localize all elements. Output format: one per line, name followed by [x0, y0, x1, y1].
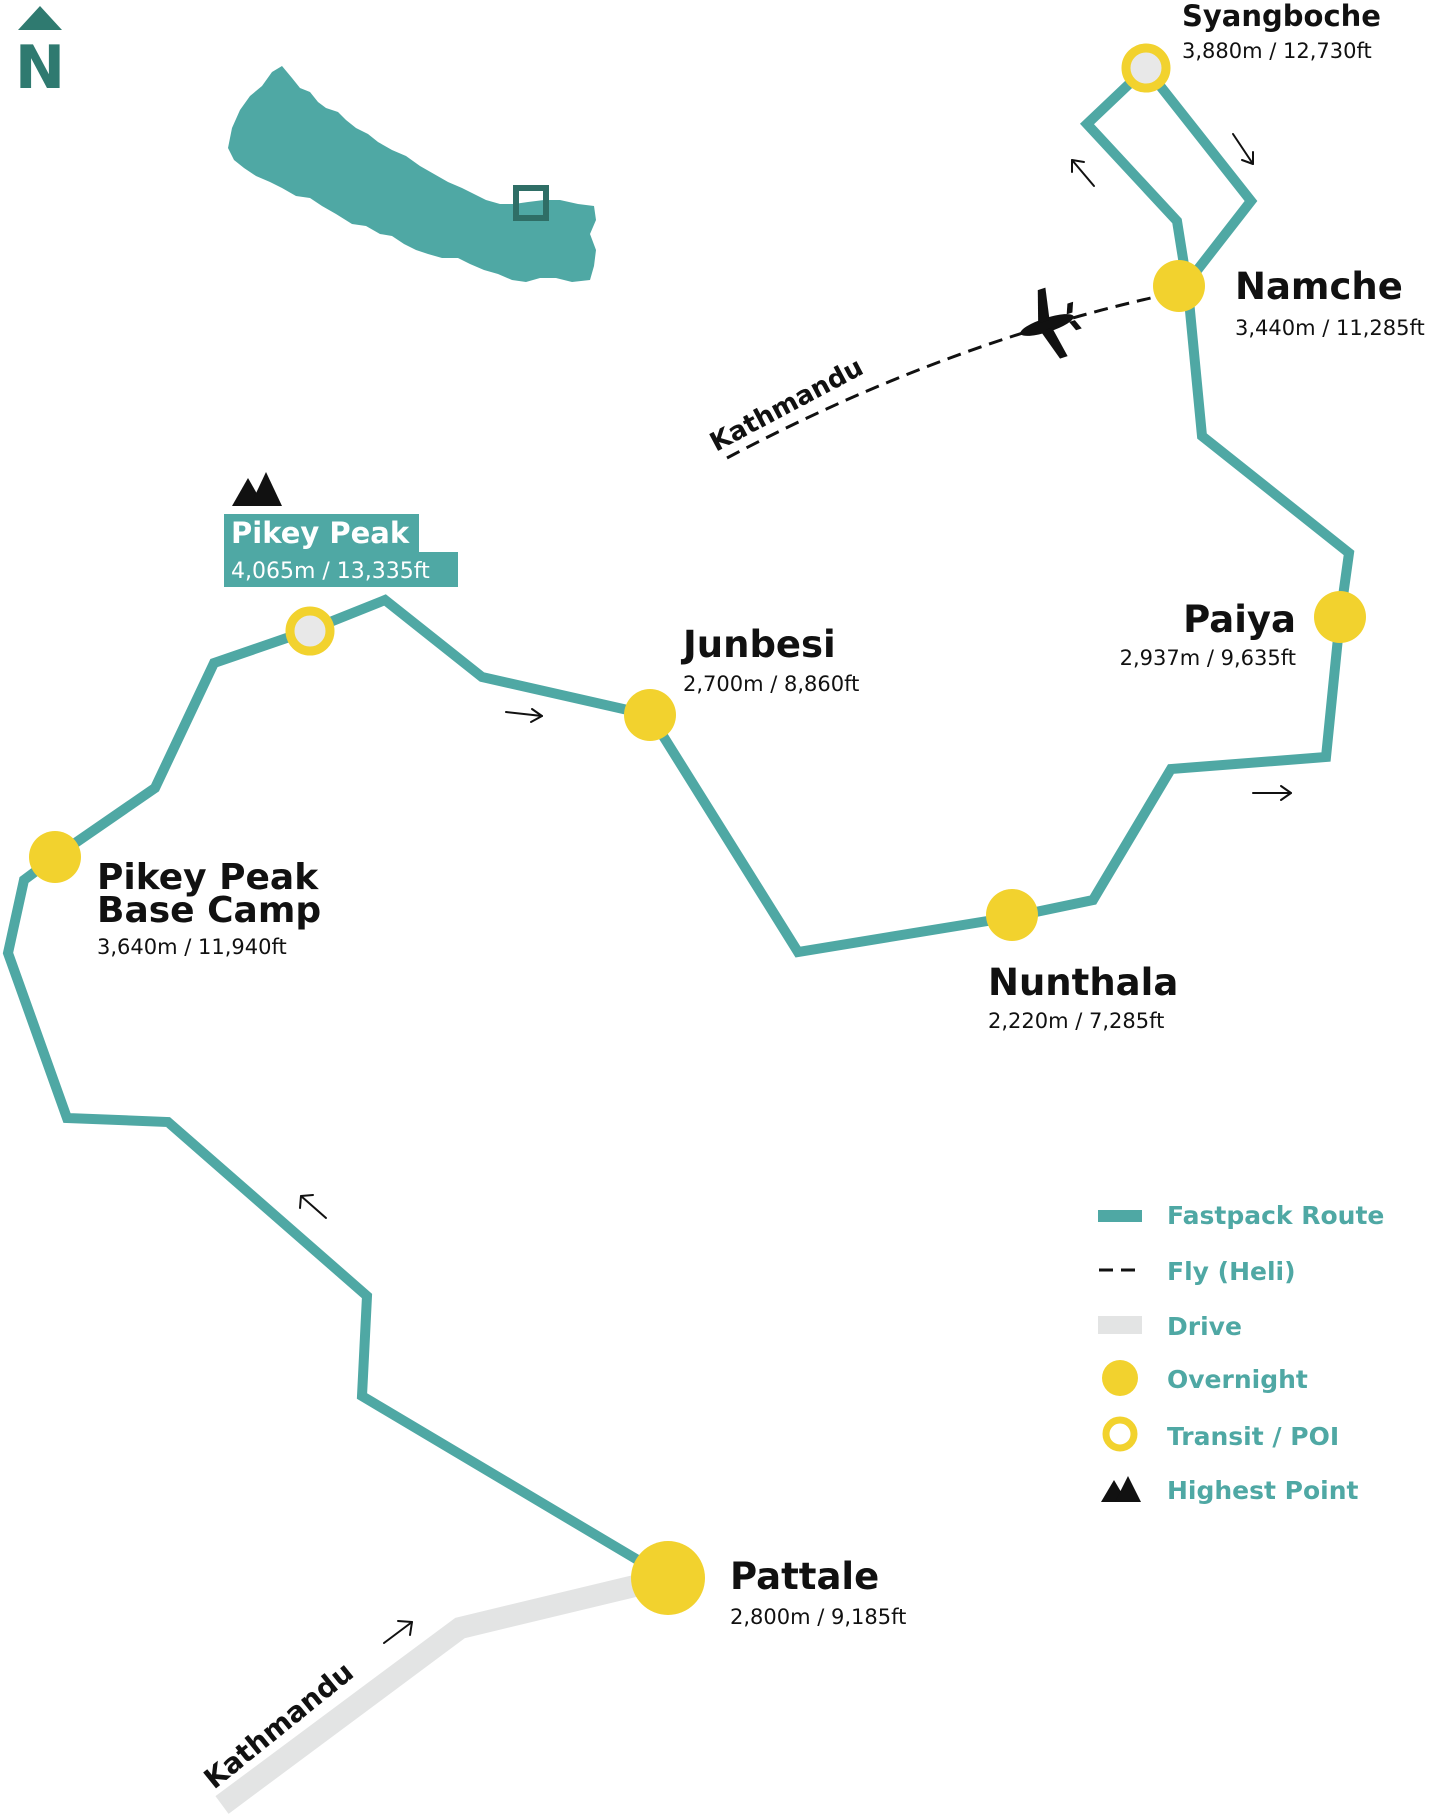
overnight-dot-junbesi — [624, 689, 676, 741]
junbesi-name: Junbesi — [680, 623, 836, 666]
legend-mountain-icon — [1101, 1476, 1141, 1502]
pattale-name: Pattale — [730, 1555, 879, 1598]
pikey-base-camp-name-line1: Pikey Peak — [97, 857, 319, 898]
direction-arrow-icon — [299, 1194, 327, 1219]
legend-item-label: Fastpack Route — [1167, 1201, 1384, 1230]
nunthala-name: Nunthala — [988, 961, 1178, 1004]
nunthala-elevation: 2,220m / 7,285ft — [988, 1009, 1164, 1033]
paiya-name: Paiya — [1183, 598, 1296, 641]
legend-item-label: Highest Point — [1167, 1476, 1359, 1505]
pikey-peak-name-box — [224, 514, 419, 553]
namche-name: Namche — [1235, 265, 1403, 308]
north-label: N — [15, 33, 65, 103]
direction-arrows — [299, 133, 1292, 1644]
drive-route-line — [215, 1567, 671, 1814]
legend-drive-line — [1098, 1316, 1142, 1334]
pikey-base-camp-elevation: 3,640m / 11,940ft — [97, 935, 287, 959]
flight-path-line — [726, 290, 1179, 460]
direction-arrow-icon — [505, 708, 543, 723]
overnight-dot-paiya — [1314, 591, 1366, 643]
direction-arrow-icon — [383, 1620, 413, 1644]
nepal-inset-map — [228, 66, 596, 282]
north-indicator: N — [15, 6, 65, 103]
namche-elevation: 3,440m / 11,285ft — [1235, 316, 1425, 340]
inset-highlight-box — [513, 185, 549, 221]
transit-ring-syangboche — [1121, 43, 1171, 93]
overnight-dot-pikey-base-camp — [29, 831, 81, 883]
pikey-peak-elev-box — [224, 552, 458, 587]
north-arrow-icon — [18, 6, 62, 30]
helicopter-icon — [1020, 287, 1082, 359]
overnight-dot-pattale — [631, 1541, 705, 1615]
pattale-elevation: 2,800m / 9,185ft — [730, 1605, 906, 1629]
legend-overnight-dot — [1102, 1360, 1138, 1396]
nepal-country-shape — [228, 66, 596, 282]
junbesi-elevation: 2,700m / 8,860ft — [683, 672, 859, 696]
overnight-dot-namche — [1153, 260, 1205, 312]
fly-origin-label: Kathmandu — [705, 352, 868, 458]
syangboche-elevation: 3,880m / 12,730ft — [1182, 39, 1372, 63]
overnight-dot-nunthala — [986, 889, 1038, 941]
legend-item-label: Transit / POI — [1167, 1422, 1339, 1451]
syangboche-name: Syangboche — [1182, 0, 1381, 33]
highest-point-marker: Pikey Peak 4,065m / 13,335ft — [224, 472, 458, 587]
legend-item-label: Drive — [1167, 1312, 1242, 1341]
legend-item-label: Overnight — [1167, 1365, 1308, 1394]
mountain-icon — [232, 472, 282, 506]
fastpack-route-line — [2, 60, 1355, 1583]
map-legend: Fastpack Route Fly (Heli) Drive Overnigh… — [1098, 1201, 1384, 1505]
direction-arrow-icon — [1252, 785, 1292, 801]
direction-arrow-icon — [1071, 159, 1095, 187]
legend-transit-ring — [1102, 1416, 1138, 1452]
legend-route-line — [1098, 1210, 1142, 1222]
legend-item-label: Fly (Heli) — [1167, 1257, 1296, 1286]
direction-arrow-icon — [1232, 133, 1254, 165]
pikey-peak-name: Pikey Peak — [231, 516, 410, 550]
paiya-elevation: 2,937m / 9,635ft — [1120, 646, 1296, 670]
transit-ring-pikey-peak — [285, 606, 335, 656]
pikey-base-camp-name-line2: Base Camp — [97, 890, 321, 931]
pikey-peak-elevation: 4,065m / 13,335ft — [231, 559, 430, 584]
